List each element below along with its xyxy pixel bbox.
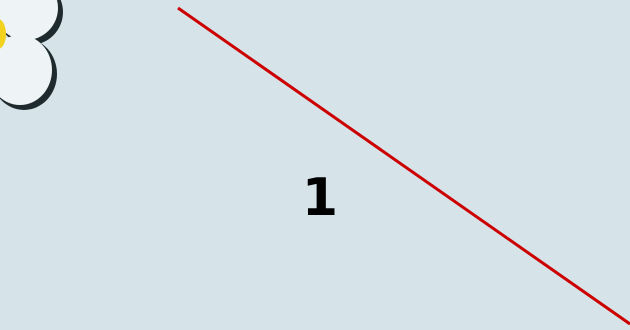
number-label: 1: [300, 168, 340, 228]
